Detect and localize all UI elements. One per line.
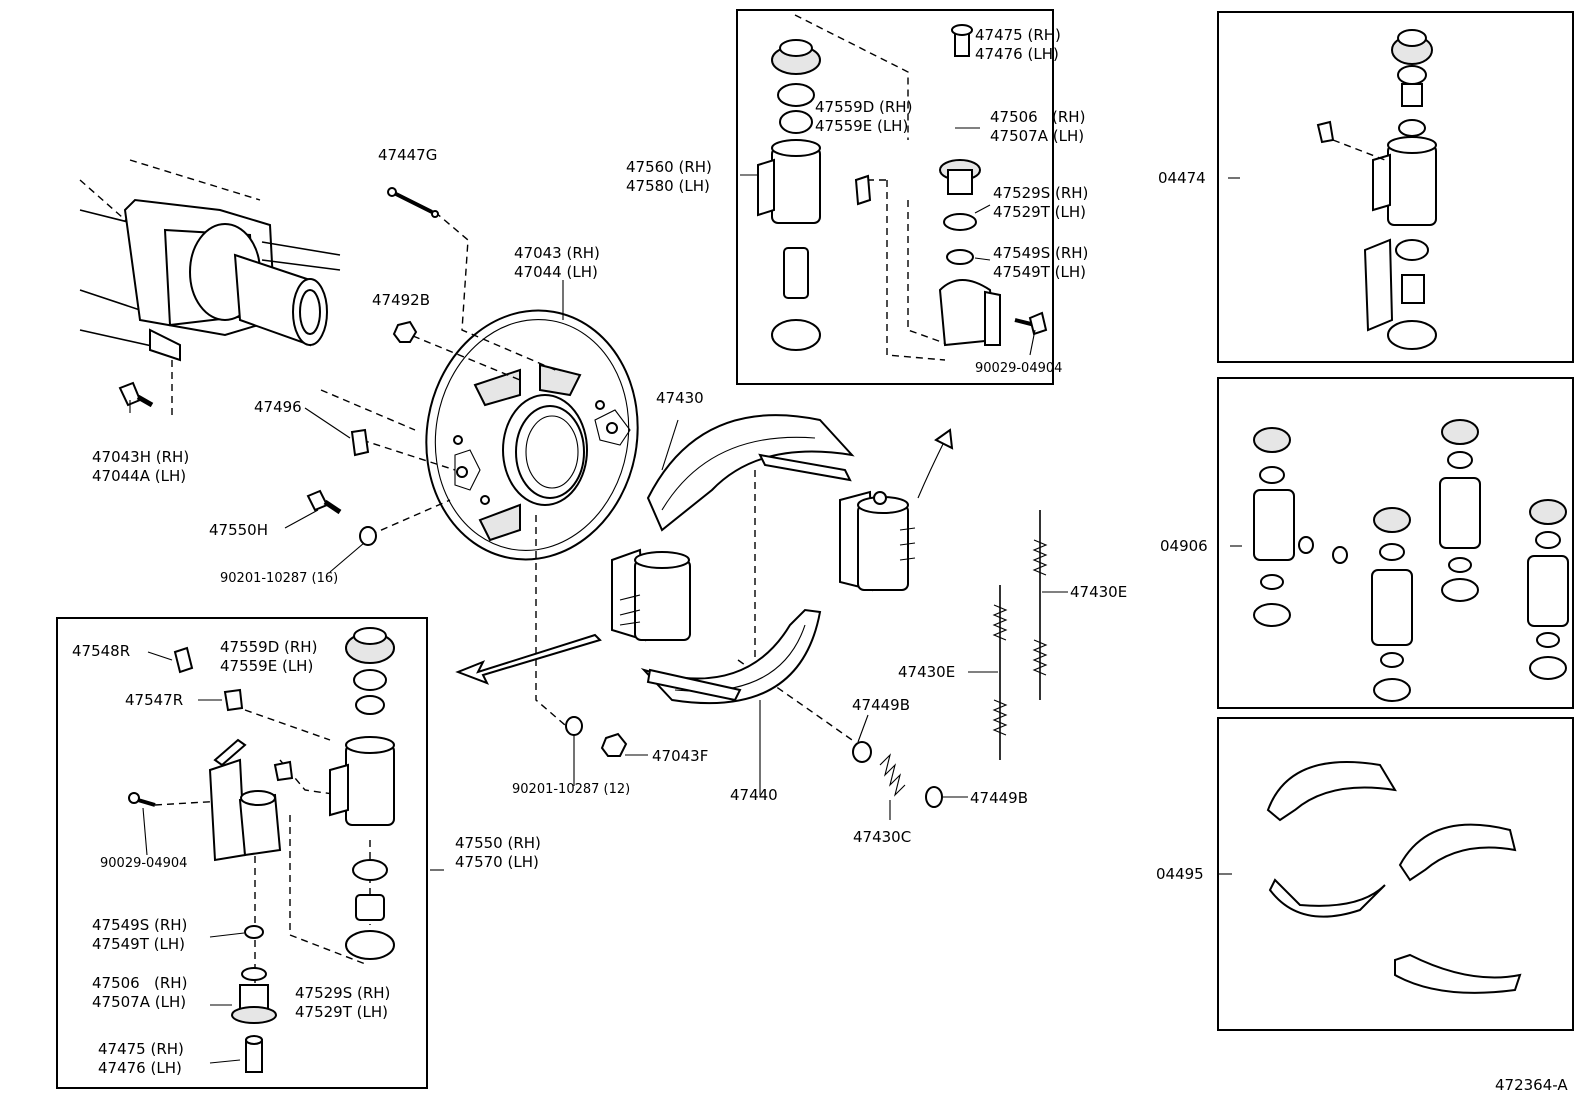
callout-47550-rh: 47550 (RH) (455, 834, 541, 852)
arrow-to-bottom-detail (455, 633, 602, 685)
callout-47496: 47496 (254, 398, 302, 416)
backing-plate-drawing (425, 309, 639, 561)
wheel-cylinder-detail-frame-top (736, 9, 1054, 385)
callout-47547R: 47547R (125, 691, 183, 709)
callout-47507A-lh-bottom: 47507A (LH) (92, 993, 186, 1011)
kit-04906-frame (1217, 377, 1574, 709)
callout-47559E-lh-bottom: 47559E (LH) (220, 657, 313, 675)
assembly-leaders (320, 211, 856, 743)
callout-47430C: 47430C (853, 828, 911, 846)
callout-leader-lines (129, 127, 1242, 1064)
nut-47043F-drawing (600, 732, 628, 757)
callout-47043-rh: 47043 (RH) (514, 244, 600, 262)
callout-47430: 47430 (656, 389, 704, 407)
callout-47430E-left: 47430E (898, 663, 955, 681)
bolt-47550H-drawing (306, 489, 342, 515)
axle-housing-drawing (79, 159, 341, 418)
return-spring-47430E-left (992, 585, 1008, 760)
callout-47492B: 47492B (372, 291, 430, 309)
cup-47449B-lower-drawing (925, 786, 943, 808)
arrow-to-top-detail-head (934, 428, 954, 450)
kit-label-04906: 04906 (1160, 537, 1208, 555)
kit-label-04474: 04474 (1158, 169, 1206, 187)
kit-04474-frame (1217, 11, 1574, 363)
callout-90201-10287-16: 90201-10287 (16) (220, 571, 338, 586)
callout-47570-lh: 47570 (LH) (455, 853, 539, 871)
wheel-cylinder-detail-frame-bottom (56, 617, 428, 1089)
washer-90201-16-drawing (359, 526, 377, 546)
kit-04474-drawings (1316, 29, 1437, 350)
callout-47559D-rh-top: 47559D (RH) (815, 98, 912, 116)
callout-47550H: 47550H (209, 521, 268, 539)
top-detail-drawings (757, 14, 1048, 361)
hold-down-spring-47430C-drawing (879, 753, 906, 797)
return-spring-47430E-right (1032, 510, 1048, 700)
callout-47560-rh: 47560 (RH) (626, 158, 712, 176)
callout-47548R: 47548R (72, 642, 130, 660)
bolt-47447G-drawing (387, 187, 439, 218)
brake-shoe-lower-drawing (640, 608, 822, 705)
callout-47043F: 47043F (652, 747, 708, 765)
wheel-cylinder-center-left-drawing (611, 548, 691, 642)
callout-47440: 47440 (730, 786, 778, 804)
kit-04495-drawings (1266, 761, 1522, 994)
callout-47529T-lh-bottom: 47529T (LH) (295, 1003, 388, 1021)
callout-47529S-rh-bottom: 47529S (RH) (295, 984, 390, 1002)
plug-47496-drawing (350, 428, 370, 457)
nut-47492B-drawing (392, 320, 418, 343)
callout-47549S-rh-top: 47549S (RH) (993, 244, 1088, 262)
brake-shoe-upper-drawing (646, 414, 855, 532)
callout-47506-rh-top: 47506 (RH) (990, 108, 1085, 126)
bolt-47043H-drawing (118, 381, 154, 408)
callout-47475-rh-bottom: 47475 (RH) (98, 1040, 184, 1058)
callout-47507A-lh-top: 47507A (LH) (990, 127, 1084, 145)
arrow-to-top-detail-stem (917, 439, 946, 499)
kit-04906-drawings (1253, 419, 1569, 702)
callout-47529T-lh-top: 47529T (LH) (993, 203, 1086, 221)
callout-47506-rh-bottom: 47506 (RH) (92, 974, 187, 992)
callout-47430E-right: 47430E (1070, 583, 1127, 601)
callout-47447G: 47447G (378, 146, 437, 164)
callout-90201-10287-12: 90201-10287 (12) (512, 782, 630, 797)
callout-90029-04904-bottom: 90029-04904 (100, 856, 187, 871)
bottom-detail-drawings (128, 627, 395, 1073)
callout-47549S-rh-bottom: 47549S (RH) (92, 916, 187, 934)
callout-47044A-lh: 47044A (LH) (92, 467, 186, 485)
callout-47449B-lower: 47449B (970, 789, 1028, 807)
callout-47043H-rh: 47043H (RH) (92, 448, 189, 466)
callout-47476-lh-top: 47476 (LH) (975, 45, 1059, 63)
callout-47476-lh-bottom: 47476 (LH) (98, 1059, 182, 1077)
diagram-id: 472364-A (1495, 1076, 1568, 1094)
callout-47549T-lh-top: 47549T (LH) (993, 263, 1086, 281)
callout-90029-04904-top: 90029-04904 (975, 361, 1062, 376)
washer-90201-12-drawing (565, 716, 583, 736)
callout-47449B-upper: 47449B (852, 696, 910, 714)
kit-label-04495: 04495 (1156, 865, 1204, 883)
callout-47529S-rh-top: 47529S (RH) (993, 184, 1088, 202)
callout-47559D-rh-bottom: 47559D (RH) (220, 638, 317, 656)
callout-47044-lh: 47044 (LH) (514, 263, 598, 281)
cup-47449B-upper-drawing (852, 741, 872, 763)
wheel-cylinder-center-right-drawing (839, 490, 916, 592)
callout-47549T-lh-bottom: 47549T (LH) (92, 935, 185, 953)
kit-04495-frame (1217, 717, 1574, 1031)
callout-47475-rh-top: 47475 (RH) (975, 26, 1061, 44)
callout-47559E-lh-top: 47559E (LH) (815, 117, 908, 135)
callout-47580-lh: 47580 (LH) (626, 177, 710, 195)
